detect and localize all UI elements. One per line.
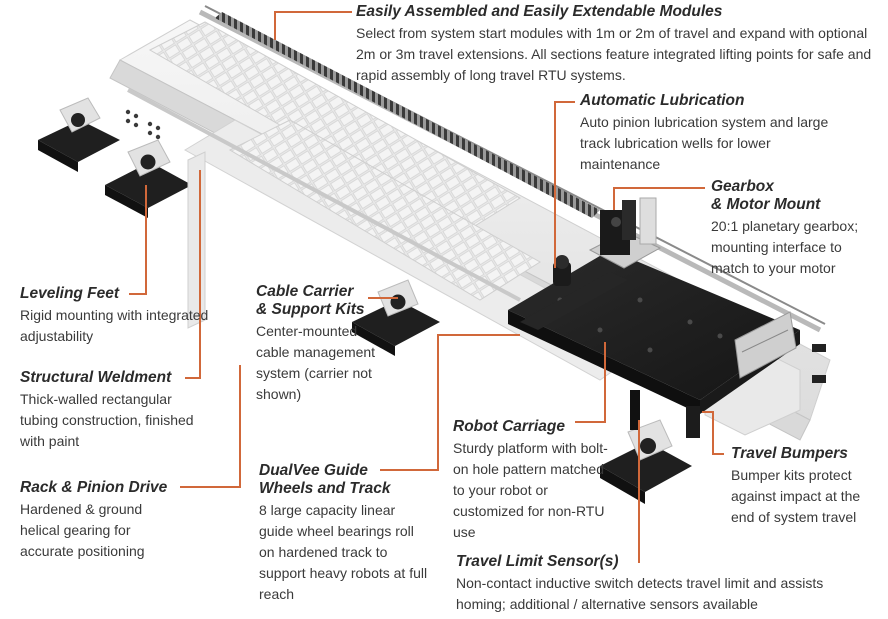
callout-desc: Thick-walled rectangular tubing construc… (20, 391, 194, 449)
leveling-foot (352, 279, 440, 356)
callout-desc: Non-contact inductive switch detects tra… (456, 575, 824, 612)
callout-title: Travel Limit Sensor(s) (456, 553, 619, 570)
callout-title-line1: DualVee Guide (259, 462, 368, 479)
weldment-holes (125, 109, 161, 140)
rack-gear (215, 12, 600, 218)
callout-title-line2: & Motor Mount (711, 196, 821, 213)
callout-desc: Hardened & ground helical gearing for ac… (20, 501, 145, 559)
callout-title: Rack & Pinion Drive (20, 479, 168, 496)
callout-bumpers: Travel Bumpers Bumper kits protect again… (731, 445, 871, 528)
callout-title-line1: Gearbox (711, 178, 774, 195)
callout-sensor: Travel Limit Sensor(s) Non-contact induc… (456, 553, 866, 615)
callout-desc: 8 large capacity linear guide wheel bear… (259, 502, 428, 602)
callout-desc: Auto pinion lubrication system and large… (580, 114, 829, 172)
callout-title: Travel Bumpers (731, 445, 848, 462)
callout-title: Automatic Lubrication (580, 92, 745, 109)
travel-bumper (686, 311, 826, 438)
callout-title-line2: Wheels and Track (259, 480, 391, 497)
callout-modules: Easily Assembled and Easily Extendable M… (356, 3, 876, 86)
callout-title: Easily Assembled and Easily Extendable M… (356, 3, 723, 20)
callout-title: Structural Weldment (20, 369, 172, 386)
callout-weldment: Structural Weldment Thick-walled rectang… (20, 369, 200, 452)
gearbox-motor-mount (588, 197, 662, 269)
leveling-foot (38, 97, 120, 172)
leveling-foot (105, 139, 192, 218)
callout-title: Robot Carriage (453, 418, 565, 435)
cable-carrier-track-lower (228, 119, 541, 301)
callout-rack: Rack & Pinion Drive Hardened & ground he… (20, 479, 178, 562)
callout-cable: Cable Carrier & Support Kits Center-moun… (256, 283, 391, 405)
callout-desc: Rigid mounting with integrated adjustabi… (20, 307, 209, 344)
callout-title-line1: Cable Carrier (256, 283, 354, 300)
callout-desc: Sturdy platform with bolt-on hole patter… (453, 440, 608, 540)
callout-leveling: Leveling Feet Rigid mounting with integr… (20, 285, 210, 347)
callout-desc: Bumper kits protect against impact at th… (731, 467, 861, 525)
callout-carriage: Robot Carriage Sturdy platform with bolt… (453, 418, 618, 543)
callout-title-line2: & Support Kits (256, 301, 365, 318)
callout-leaders (129, 11, 724, 563)
callout-desc: Center-mounted cable management system (… (256, 323, 376, 402)
callout-lubrication: Automatic Lubrication Auto pinion lubric… (580, 92, 850, 175)
callout-desc: Select from system start modules with 1m… (356, 25, 872, 83)
callout-title: Leveling Feet (20, 285, 120, 302)
travel-limit-sensor (630, 390, 640, 430)
callout-desc: 20:1 planetary gearbox; mounting interfa… (711, 218, 859, 276)
callout-dualvee: DualVee Guide Wheels and Track 8 large c… (259, 462, 429, 605)
lubrication-unit (553, 255, 571, 286)
callout-gearbox: Gearbox & Motor Mount 20:1 planetary gea… (711, 178, 881, 279)
